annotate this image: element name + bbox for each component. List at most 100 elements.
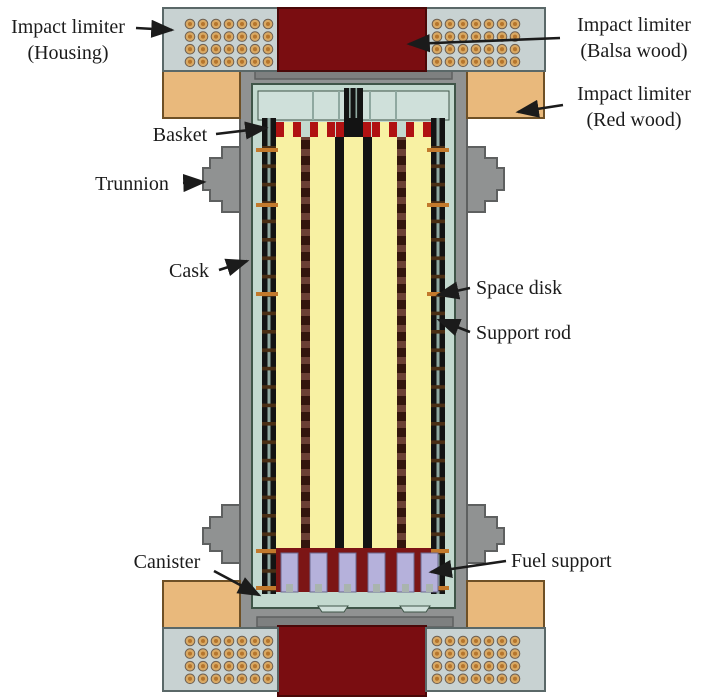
- rivet-center-icon: [473, 638, 479, 644]
- rivet-center-icon: [252, 47, 258, 52]
- trunnion-upper-left: [202, 146, 246, 213]
- rivet-center-icon: [239, 59, 245, 64]
- rivet-center-icon: [200, 34, 206, 39]
- rivet-center-icon: [434, 21, 440, 27]
- label-trunnion: Trunnion: [95, 173, 169, 195]
- rivet-center-icon: [187, 664, 193, 669]
- arrow-balsa: [406, 34, 561, 53]
- canister-bottom-tab: [317, 605, 349, 613]
- trunnion-lower-right: [461, 504, 505, 564]
- rivet-center-icon: [187, 34, 193, 39]
- space-disk-ticks-left: [262, 140, 276, 592]
- fuel-column-3: [344, 122, 363, 548]
- rivet-center-icon: [200, 59, 206, 64]
- rivet-center-icon: [512, 34, 518, 39]
- rivet-center-icon: [473, 676, 479, 681]
- rivet-center-icon: [187, 21, 193, 27]
- rivet-center-icon: [447, 651, 453, 656]
- housing-rivets-bottom-left: [184, 635, 274, 685]
- rivet-center-icon: [239, 676, 245, 681]
- rivet-center-icon: [252, 34, 258, 39]
- rivet-center-icon: [252, 59, 258, 64]
- rivet-center-icon: [460, 47, 466, 52]
- rivet-center-icon: [200, 47, 206, 52]
- rivet-center-icon: [265, 638, 271, 644]
- fuel-end-caps: [276, 122, 431, 137]
- basket-center-plug: [344, 88, 363, 137]
- rivet-center-icon: [512, 651, 518, 656]
- rivet-center-icon: [265, 664, 271, 669]
- rivet-center-icon: [252, 651, 258, 656]
- rivet-center-icon: [460, 664, 466, 669]
- housing-rivets-top-left: [184, 18, 274, 68]
- rivet-center-icon: [434, 676, 440, 681]
- spacer-column-left: [301, 137, 310, 548]
- rivet-center-icon: [434, 59, 440, 64]
- rivet-center-icon: [447, 638, 453, 644]
- label-impact-limiter-redwood: Impact limiter: [577, 83, 691, 105]
- rivet-center-icon: [512, 664, 518, 669]
- rivet-center-icon: [512, 21, 518, 27]
- rivet-center-icon: [499, 676, 505, 681]
- housing-rivets-bottom-right: [431, 635, 521, 685]
- rivet-center-icon: [239, 638, 245, 644]
- lid-divider: [312, 91, 314, 120]
- arrow-cask: [218, 258, 250, 277]
- rivet-center-icon: [512, 638, 518, 644]
- rivet-center-icon: [200, 651, 206, 656]
- rivet-center-icon: [512, 59, 518, 64]
- fuel-column-2: [310, 122, 335, 548]
- label-canister: Canister: [134, 551, 201, 573]
- label-impact-limiter-housing: Impact limiter: [11, 16, 125, 38]
- rivet-center-icon: [473, 34, 479, 39]
- rivet-center-icon: [447, 34, 453, 39]
- rivet-center-icon: [499, 664, 505, 669]
- housing-rivets-top-right: [431, 18, 521, 68]
- rivet-center-icon: [213, 638, 219, 644]
- rivet-center-icon: [473, 664, 479, 669]
- fuel-column-5: [406, 122, 431, 548]
- arrow-canister: [213, 569, 262, 597]
- rivet-center-icon: [252, 676, 258, 681]
- rivet-center-icon: [200, 21, 206, 27]
- rivet-center-icon: [460, 21, 466, 27]
- rivet-center-icon: [460, 34, 466, 39]
- arrow-trunnion: [182, 173, 207, 193]
- label-fuel-support: Fuel support: [511, 550, 612, 572]
- label-impact-limiter-redwood-2: (Red wood): [587, 109, 682, 131]
- rivet-center-icon: [434, 664, 440, 669]
- rivet-center-icon: [473, 651, 479, 656]
- rivet-center-icon: [460, 676, 466, 681]
- rivet-center-icon: [486, 59, 492, 64]
- rivet-center-icon: [252, 21, 258, 27]
- rivet-center-icon: [499, 638, 505, 644]
- rivet-center-icon: [213, 676, 219, 681]
- label-space-disk: Space disk: [476, 277, 562, 299]
- rivet-center-icon: [447, 47, 453, 52]
- impact-limiter-redwood-bottom-right: [466, 580, 545, 629]
- arrow-space-disk: [435, 281, 471, 300]
- label-impact-limiter-housing-2: (Housing): [27, 42, 108, 64]
- rivet-center-icon: [486, 664, 492, 669]
- rivet-center-icon: [473, 47, 479, 52]
- rivet-center-icon: [226, 664, 232, 669]
- rivet-center-icon: [434, 34, 440, 39]
- rivet-center-icon: [499, 47, 505, 52]
- trunnion-upper-right: [461, 146, 505, 213]
- rivet-center-icon: [499, 59, 505, 64]
- rivet-center-icon: [200, 676, 206, 681]
- rivet-center-icon: [499, 21, 505, 27]
- impact-limiter-balsa-bottom: [277, 625, 427, 697]
- rivet-center-icon: [226, 59, 232, 64]
- basket-plate-center-left: [335, 137, 344, 548]
- rivet-center-icon: [252, 664, 258, 669]
- rivet-center-icon: [499, 34, 505, 39]
- rivet-center-icon: [473, 21, 479, 27]
- rivet-center-icon: [486, 676, 492, 681]
- label-impact-limiter-balsa: Impact limiter: [577, 14, 691, 36]
- rivet-center-icon: [239, 34, 245, 39]
- rivet-center-icon: [187, 676, 193, 681]
- rivet-center-icon: [213, 34, 219, 39]
- rivet-center-icon: [434, 47, 440, 52]
